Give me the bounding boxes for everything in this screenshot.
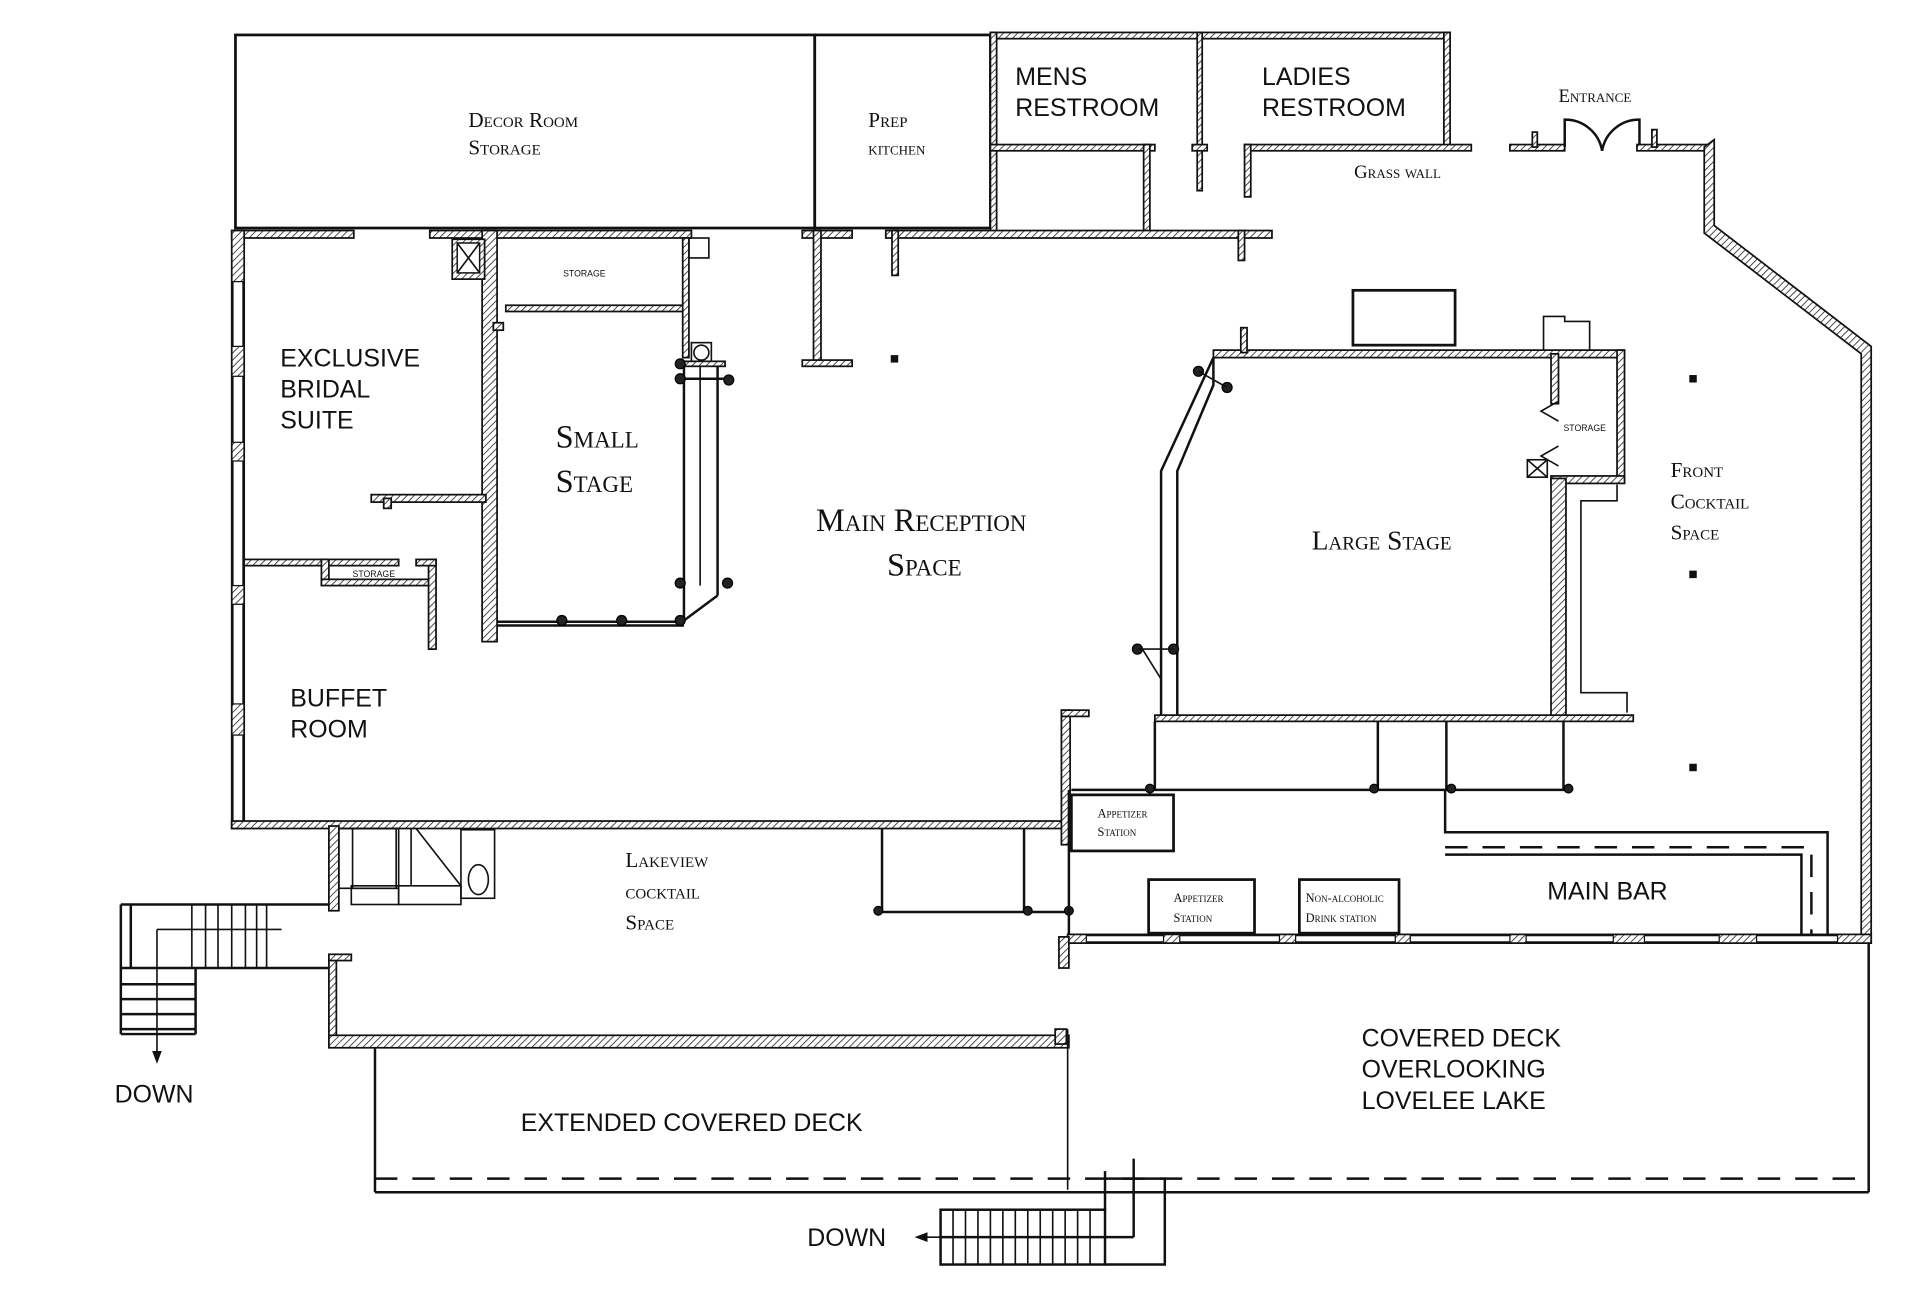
grass-wall-label: Grass wall bbox=[1354, 162, 1441, 183]
covered-deck-label: COVERED DECK bbox=[1362, 1025, 1562, 1053]
mens-restroom-label: RESTROOM bbox=[1015, 94, 1159, 122]
lakeview-cocktail-label: cocktail bbox=[625, 879, 700, 903]
decor-room-label: Storage bbox=[468, 136, 540, 160]
building-walls bbox=[230, 229, 1273, 830]
prep-kitchen-label: Prep bbox=[868, 108, 907, 132]
main-bar-label: MAIN BAR bbox=[1547, 878, 1667, 906]
small-stage-ramp bbox=[556, 341, 735, 627]
appetizer-station-2 bbox=[1147, 878, 1256, 935]
lakeview-cocktail-label: Space bbox=[625, 910, 674, 934]
drink-station-label: Drink station bbox=[1306, 911, 1377, 925]
entrance-door[interactable] bbox=[1509, 118, 1711, 152]
decor-room-label: Decor Room bbox=[468, 108, 578, 132]
front-cocktail-label: Space bbox=[1671, 520, 1720, 544]
column bbox=[1689, 763, 1697, 772]
appetizer-station-label: Appetizer bbox=[1098, 806, 1148, 820]
stairs-left[interactable] bbox=[119, 903, 329, 1064]
lakeview-cocktail-label: Lakeview bbox=[625, 848, 709, 872]
appetizer-station-label: Station bbox=[1098, 825, 1137, 839]
drink-station-label: Non-alcoholic bbox=[1306, 891, 1384, 905]
decor-room-storage bbox=[234, 33, 817, 230]
buffet-room-label: ROOM bbox=[290, 716, 367, 744]
storage-label: STORAGE bbox=[1563, 423, 1606, 433]
appetizer-station-label: Appetizer bbox=[1174, 891, 1224, 905]
partition bbox=[873, 709, 1090, 937]
covered-deck-label: LOVELEE LAKE bbox=[1362, 1087, 1546, 1115]
mens-restroom-label: MENS bbox=[1015, 63, 1087, 91]
main-reception-label: Main Reception bbox=[816, 503, 1027, 539]
storage-label: STORAGE bbox=[563, 269, 606, 279]
ladies-restroom-label: LADIES bbox=[1262, 63, 1351, 91]
exterior-wall-right bbox=[1703, 137, 1873, 944]
prep-kitchen bbox=[813, 33, 992, 230]
small-stage-label: Small bbox=[556, 419, 639, 455]
storage-label: STORAGE bbox=[353, 569, 396, 579]
bridal-suite-label: SUITE bbox=[280, 407, 353, 435]
large-stage bbox=[1071, 288, 1635, 794]
main-reception-label: Space bbox=[887, 548, 962, 584]
appetizer-station-1 bbox=[1070, 793, 1175, 853]
front-cocktail-label: Cocktail bbox=[1671, 489, 1750, 513]
extended-deck-label: EXTENDED COVERED DECK bbox=[521, 1109, 863, 1137]
covered-deck bbox=[374, 943, 1870, 1194]
prep-kitchen-label: kitchen bbox=[868, 139, 926, 160]
service-corner bbox=[328, 825, 1070, 1049]
column bbox=[1689, 570, 1697, 579]
main-bar bbox=[1443, 789, 1829, 937]
stairs-down-label: DOWN bbox=[115, 1081, 194, 1109]
column bbox=[890, 355, 899, 363]
column bbox=[1689, 375, 1697, 383]
covered-deck-label: OVERLOOKING bbox=[1362, 1056, 1546, 1084]
entrance-label: Entrance bbox=[1558, 86, 1631, 107]
bridal-suite-label: BRIDAL bbox=[280, 375, 370, 403]
stairs-down-label: DOWN bbox=[807, 1224, 886, 1252]
front-cocktail-label: Front bbox=[1671, 458, 1724, 482]
large-stage-label: Large Stage bbox=[1312, 525, 1452, 555]
small-stage-label: Stage bbox=[556, 464, 633, 500]
lake-windows-wall bbox=[1058, 933, 1873, 969]
stairs-bottom[interactable] bbox=[914, 1158, 1167, 1266]
bridal-suite-label: EXCLUSIVE bbox=[280, 344, 420, 372]
ladies-restroom-label: RESTROOM bbox=[1262, 94, 1406, 122]
appetizer-station-label: Station bbox=[1174, 911, 1213, 925]
drink-station bbox=[1297, 878, 1401, 935]
restrooms-block bbox=[989, 31, 1473, 233]
buffet-room-label: BUFFET bbox=[290, 684, 387, 712]
extended-covered-deck bbox=[373, 1029, 1069, 1193]
